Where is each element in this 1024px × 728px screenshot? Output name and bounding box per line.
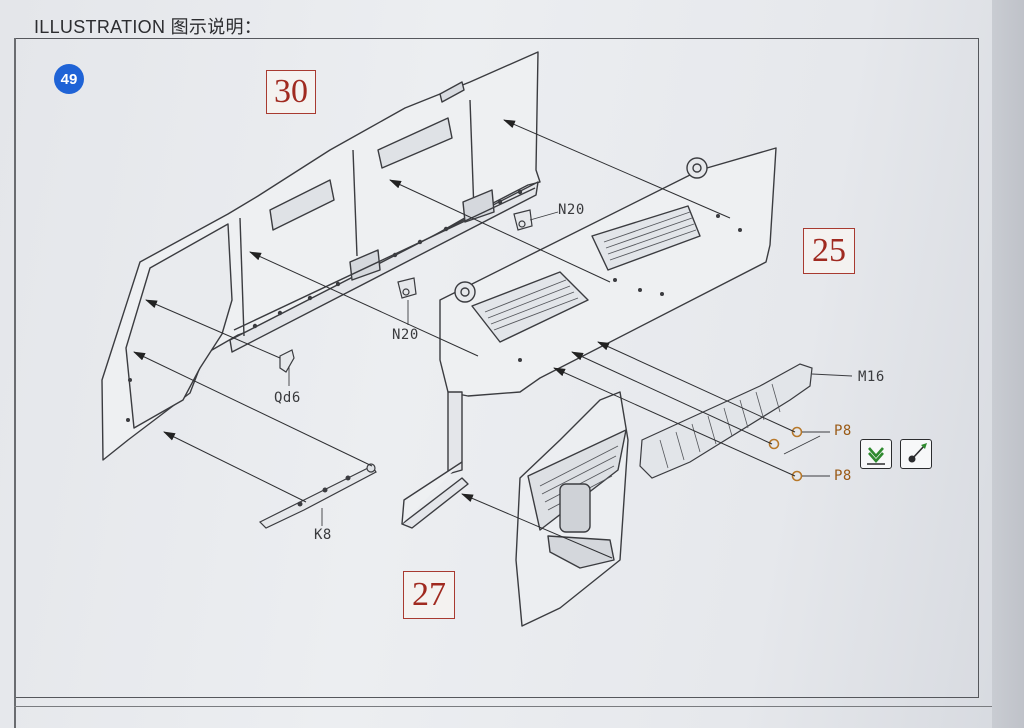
assembly-arrows [133,119,796,559]
frame-left-border [14,38,16,728]
label-n20-upper: N20 [558,202,585,218]
m16-grille-part [639,363,813,479]
n20-clip-lower [397,277,417,299]
leader-lines [288,211,853,526]
cement-glue-icon [860,439,892,469]
step-number-badge: 49 [54,64,84,94]
content-frame [14,38,979,698]
label-qd6: Qd6 [274,390,301,406]
label-m16: M16 [858,369,885,385]
frame-bottom-border [14,706,992,708]
door-panel [515,391,629,627]
illustration-heading: ILLUSTRATION 图示说明： [34,17,263,37]
label-p8-upper: P8 [834,423,852,439]
reference-step-25: 25 [803,228,855,274]
label-k8: K8 [314,527,332,543]
p8-rings [768,426,803,482]
reference-step-30: 30 [266,70,316,114]
grille-panel [401,147,777,529]
qd6-hook-part [279,349,295,373]
paint-dot-icon [900,439,932,469]
label-p8-lower: P8 [834,468,852,484]
page-edge [992,0,1024,728]
k8-rail-part [258,463,377,529]
reference-step-27: 27 [403,571,455,619]
label-n20-lower: N20 [392,327,419,343]
hull-side-wall [101,51,541,461]
n20-clip-upper [513,209,533,231]
